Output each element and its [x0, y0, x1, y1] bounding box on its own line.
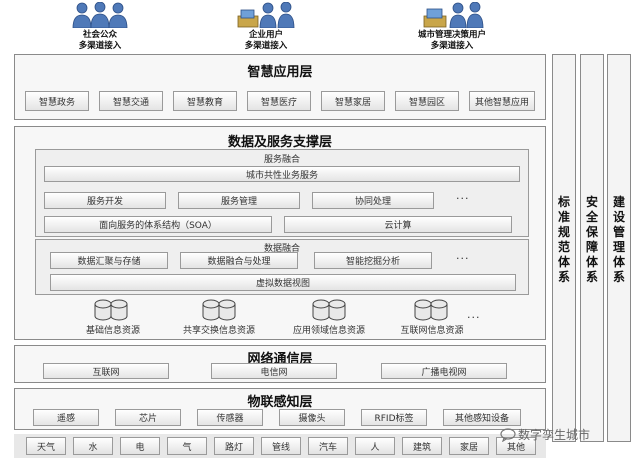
- iot-item: 芯片: [115, 409, 181, 426]
- data-service-layer-title: 数据及服务支撑层: [227, 135, 332, 150]
- network-item: 互联网: [43, 363, 169, 379]
- app-layer: 智慧应用层 智慧政务 智慧交通 智慧教育 智慧医疗 智慧家居 智慧园区 其他智慧…: [14, 54, 546, 120]
- iot-item: 传感器: [197, 409, 263, 426]
- service-item: 服务开发: [44, 192, 166, 209]
- sensing-target: 家居: [449, 437, 489, 455]
- iot-item: 遥感: [33, 409, 99, 426]
- sensing-target: 汽车: [308, 437, 348, 455]
- app-layer-title: 智慧应用层: [247, 65, 313, 80]
- data-fusion-ellipsis: ···: [456, 252, 470, 265]
- user-label-line1: 城市管理决策用户: [417, 30, 486, 40]
- sensing-target: 人: [355, 437, 395, 455]
- decision-user-icon: [423, 2, 484, 28]
- app-item: 智慧交通: [99, 91, 163, 111]
- user-group-enterprise: 企业用户 多渠道接入: [226, 2, 306, 54]
- data-fusion-item: 数据融合与处理: [180, 252, 298, 269]
- sensing-target: 电: [120, 437, 160, 455]
- sensing-target: 建筑: [402, 437, 442, 455]
- service-ellipsis: ···: [456, 192, 470, 205]
- side-column-security: 安全保障体系: [580, 54, 604, 442]
- data-fusion-item: 智能挖掘分析: [314, 252, 432, 269]
- side-column-label: 安全保障体系: [585, 195, 598, 284]
- data-fusion-title: 数据融合: [263, 244, 300, 254]
- iot-layer-title: 物联感知层: [247, 395, 313, 410]
- virtual-data-view: 虚拟数据视图: [50, 274, 516, 291]
- app-item: 智慧园区: [395, 91, 459, 111]
- side-column-label: 标准规范体系: [557, 195, 570, 284]
- sensing-target: 天气: [26, 437, 66, 455]
- iot-item: 其他感知设备: [443, 409, 521, 426]
- user-label-line1: 企业用户: [248, 30, 283, 40]
- database-icon: [414, 299, 448, 321]
- service-item: 服务管理: [178, 192, 300, 209]
- database-icon: [94, 299, 128, 321]
- database-icon: [312, 299, 346, 321]
- user-label-line1: 社会公众: [82, 30, 117, 40]
- sensing-target: 其他: [496, 437, 536, 455]
- sensing-target: 管线: [261, 437, 301, 455]
- resource-label: 互联网信息资源: [400, 326, 464, 336]
- iot-item: RFID标签: [361, 409, 427, 426]
- side-column-label: 建设管理体系: [612, 195, 625, 284]
- watermark: 数字孪生城市: [500, 426, 636, 444]
- side-column-standards: 标准规范体系: [552, 54, 576, 442]
- common-business-service: 城市共性业务服务: [44, 166, 520, 182]
- user-label-line2: 多渠道接入: [244, 41, 288, 51]
- app-item: 其他智慧应用: [469, 91, 535, 111]
- service-fusion-panel: 服务融合 城市共性业务服务 服务开发 服务管理 协同处理 ··· 面向服务的体系…: [35, 149, 529, 237]
- soa-box: 面向服务的体系结构（SOA）: [44, 216, 272, 233]
- resources-ellipsis: ···: [467, 311, 481, 324]
- network-layer: 网络通信层 互联网 电信网 广播电视网: [14, 345, 546, 383]
- resource-label: 应用领域信息资源: [292, 326, 365, 336]
- user-label-line2: 多渠道接入: [430, 41, 474, 51]
- data-fusion-item: 数据汇聚与存储: [50, 252, 168, 269]
- chat-bubble-icon: [500, 428, 516, 442]
- side-column-construction: 建设管理体系: [607, 54, 631, 442]
- user-group-city-management: 城市管理决策用户 多渠道接入: [402, 2, 502, 54]
- sensing-target: 路灯: [214, 437, 254, 455]
- app-item: 智慧政务: [25, 91, 89, 111]
- iot-layer: 物联感知层 遥感 芯片 传感器 摄像头 RFID标签 其他感知设备: [14, 388, 546, 430]
- network-item: 广播电视网: [381, 363, 507, 379]
- service-fusion-title: 服务融合: [263, 155, 300, 165]
- sensing-target: 水: [73, 437, 113, 455]
- user-group-public: 社会公众 多渠道接入: [60, 2, 140, 54]
- cloud-computing-box: 云计算: [284, 216, 512, 233]
- app-item: 智慧医疗: [247, 91, 311, 111]
- data-fusion-panel: 数据融合 数据汇聚与存储 数据融合与处理 智能挖掘分析 ··· 虚拟数据视图: [35, 239, 529, 295]
- app-item: 智慧家居: [321, 91, 385, 111]
- resource-label: 共享交换信息资源: [182, 326, 255, 336]
- service-item: 协同处理: [312, 192, 434, 209]
- data-service-layer: 数据及服务支撑层 服务融合 城市共性业务服务 服务开发 服务管理 协同处理 ··…: [14, 126, 546, 340]
- office-user-icon: [237, 2, 295, 28]
- people-icon: [72, 2, 128, 28]
- watermark-text: 数字孪生城市: [518, 428, 591, 442]
- network-item: 电信网: [211, 363, 337, 379]
- database-icon: [202, 299, 236, 321]
- sensing-target: 气: [167, 437, 207, 455]
- resource-label: 基础信息资源: [85, 326, 140, 336]
- iot-item: 摄像头: [279, 409, 345, 426]
- app-item: 智慧教育: [173, 91, 237, 111]
- user-label-line2: 多渠道接入: [78, 41, 122, 51]
